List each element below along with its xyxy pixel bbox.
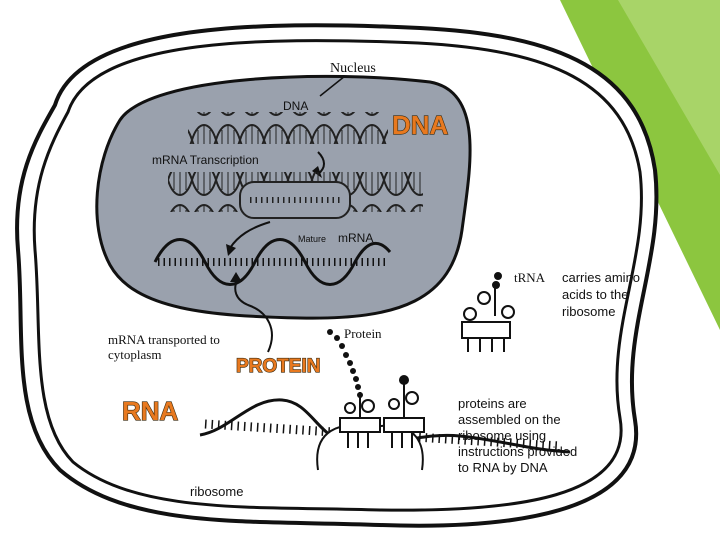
arrowhead-icon (230, 272, 242, 282)
nucleus-pointer (319, 75, 346, 97)
ribosome (316, 375, 425, 471)
mature-prefix-label: Mature (298, 234, 326, 244)
assembly-line2: assembled on the (458, 412, 561, 427)
dna-small-label: DNA (283, 99, 308, 113)
dna-helix (188, 112, 388, 144)
transport-arrow (234, 277, 273, 353)
ribosome-label: ribosome (190, 484, 243, 499)
trna-molecule (461, 272, 515, 352)
trna-label: tRNA (514, 270, 546, 285)
assembly-line5: to RNA by DNA (458, 460, 548, 475)
dna-big-label: DNA (392, 110, 449, 140)
protein-chain (327, 329, 363, 398)
nucleus-label: Nucleus (330, 61, 376, 76)
mature-mrna-label: mRNA (338, 231, 373, 245)
trna-desc-line2: acids to the (562, 287, 629, 302)
protein-small-label: Protein (344, 326, 382, 341)
trna-desc-line1: carries amino (562, 270, 640, 285)
rna-big-label: RNA (122, 396, 179, 426)
to-mature-arrow (229, 221, 271, 249)
transcription-label: mRNA Transcription (152, 153, 259, 167)
assembly-line1: proteins are (458, 396, 527, 411)
transported-label-line2: cytoplasm (108, 347, 161, 362)
rna-bases (204, 419, 561, 451)
transported-label-line1: mRNA transported to (108, 332, 220, 347)
assembly-line3: ribosome using (458, 428, 546, 443)
trna-desc-line3: ribosome (562, 304, 615, 319)
mature-mrna-strand (153, 238, 392, 286)
arrowhead-icon (226, 244, 236, 256)
assembly-line4: instructions provided (458, 444, 577, 459)
protein-big-label: PROTEIN (236, 356, 320, 377)
